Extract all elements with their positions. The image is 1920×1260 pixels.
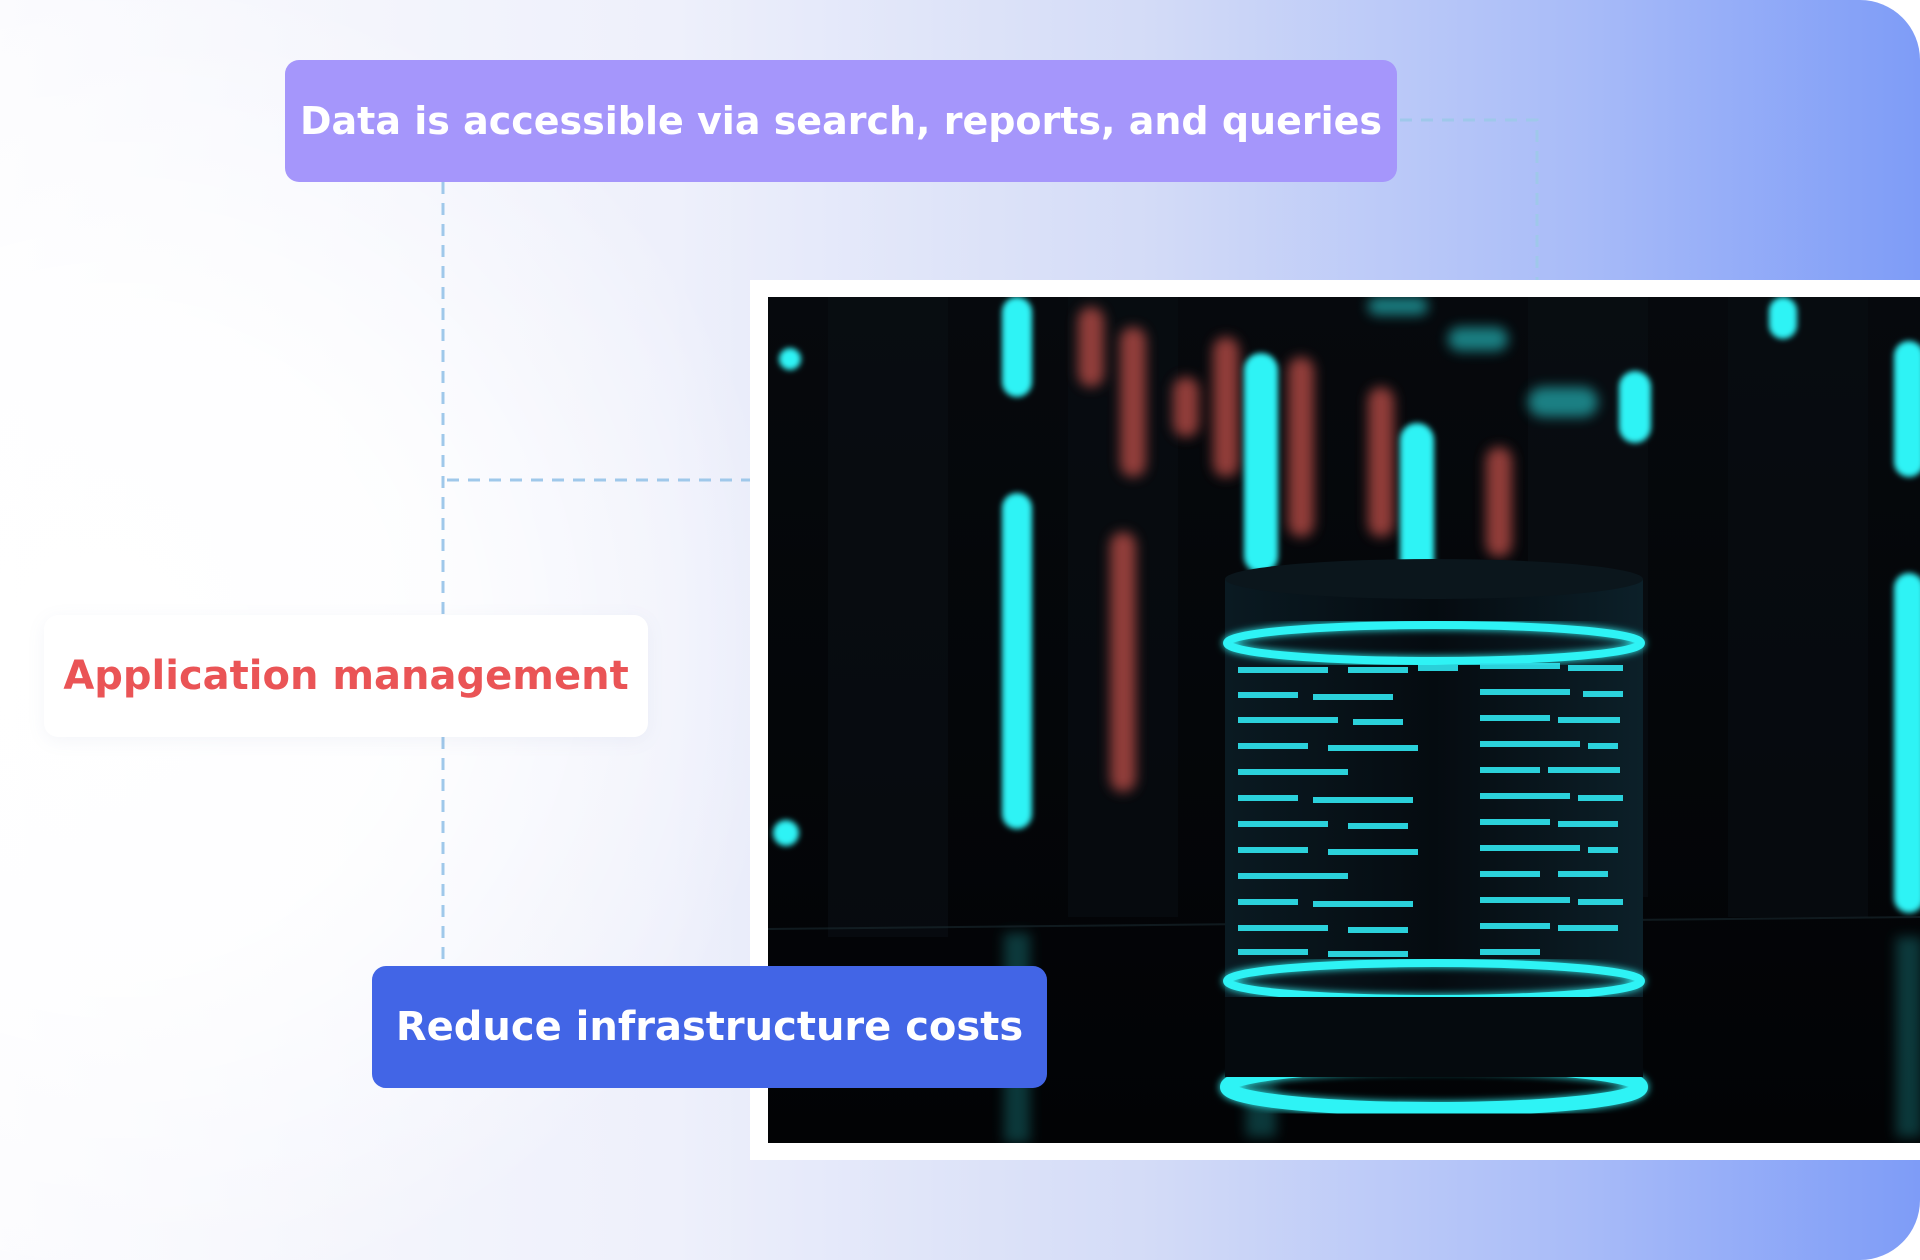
data-access-label: Data is accessible via search, reports, … (299, 99, 1383, 143)
database-cylinder (1220, 559, 1648, 1116)
connector-top-right (1400, 118, 1539, 280)
app-management-label: Application management (63, 653, 629, 699)
reduce-costs-label: Reduce infrastructure costs (395, 1004, 1024, 1050)
data-access-pill: Data is accessible via search, reports, … (285, 60, 1397, 182)
reduce-costs-pill: Reduce infrastructure costs (372, 966, 1047, 1088)
app-management-pill: Application management (44, 615, 648, 737)
